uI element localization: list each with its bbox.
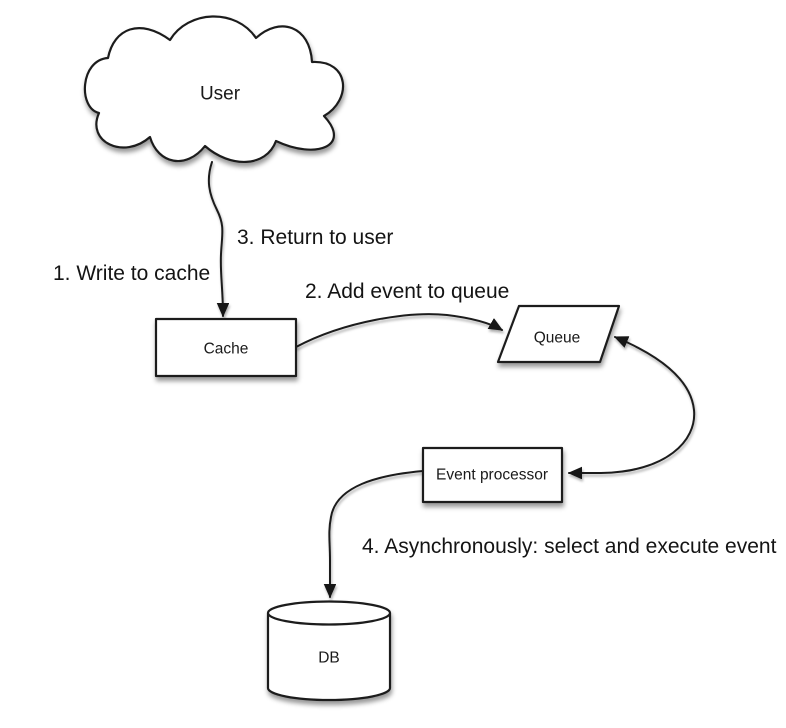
cache-label: Cache (204, 341, 249, 358)
edge-label-step2: 2. Add event to queue (305, 280, 509, 303)
arrow-eventprocessor-to-db (329, 470, 424, 597)
db-cylinder-body (266, 611, 392, 702)
queue-label: Queue (534, 330, 581, 347)
db-label: DB (318, 650, 340, 667)
arrow-user-to-cache (207, 161, 223, 316)
user-cloud-shape (83, 15, 345, 163)
edge-label-step1: 1. Write to cache (53, 262, 210, 285)
edge-label-step3: 3. Return to user (237, 226, 393, 249)
event-processor-box (421, 446, 564, 504)
arrow-queue-eventprocessor-bidirectional (569, 336, 696, 473)
cache-box (154, 317, 298, 378)
queue-parallelogram (496, 304, 621, 364)
db-cylinder (266, 600, 392, 702)
event-processor-label: Event processor (436, 467, 548, 484)
arrow-cache-to-queue (295, 313, 502, 348)
db-cylinder-top (266, 600, 392, 626)
user-label: User (200, 84, 241, 105)
edge-label-step4: 4. Asynchronously: select and execute ev… (362, 535, 777, 558)
